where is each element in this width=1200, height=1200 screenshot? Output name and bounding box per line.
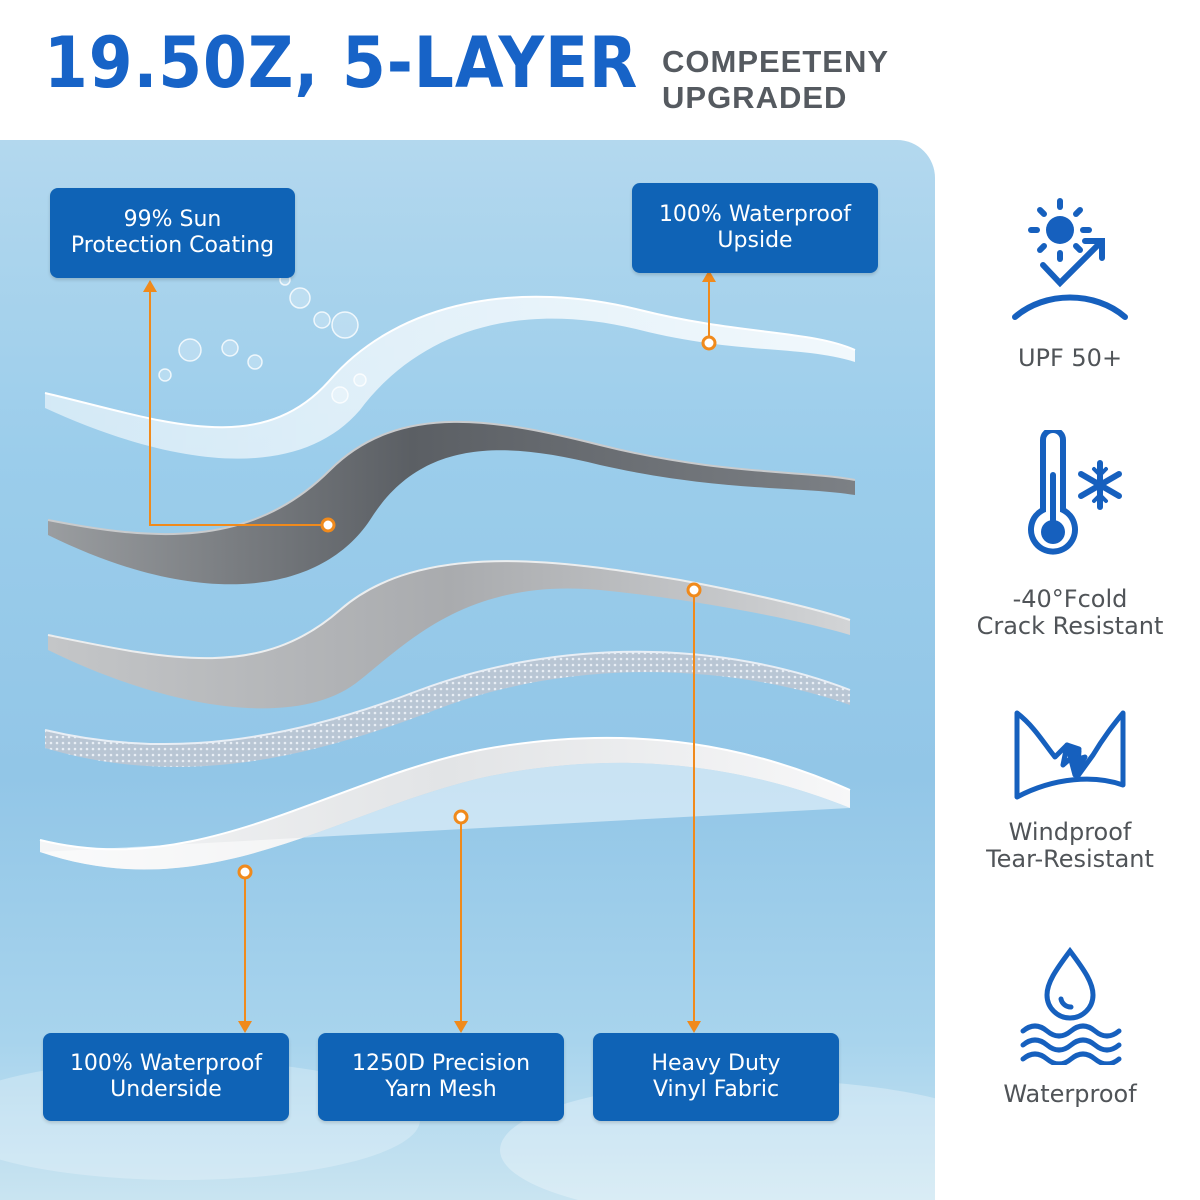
feature-upf-line1: UPF 50+ — [1017, 344, 1123, 372]
subtitle-line-1: COMPEETENY — [662, 44, 890, 79]
layer-vinyl-fabric — [48, 561, 850, 709]
headline-subtitle: COMPEETENY UPGRADED — [662, 44, 889, 116]
feature-cold-line1: -40°Fcold — [1012, 585, 1128, 613]
feature-upf: UPF 50+ — [960, 195, 1180, 372]
callout-sun-protection-line1: 99% Sun — [123, 207, 222, 232]
arrowhead-vinyl-fabric — [687, 1021, 701, 1033]
callout-yarn-mesh-line1: 1250D Precision — [351, 1051, 531, 1076]
arrowhead-sun-protection — [143, 280, 157, 292]
arrowhead-yarn-mesh — [454, 1021, 468, 1033]
dot-sun-protection — [320, 517, 336, 533]
callout-yarn-mesh: 1250D Precision Yarn Mesh — [318, 1033, 564, 1121]
callout-waterproof-upside-line2: Upside — [717, 228, 793, 253]
feature-cold-line2: Crack Resistant — [976, 612, 1164, 640]
leader-lines — [149, 280, 710, 1023]
feature-windproof: Windproof Tear-Resistant — [960, 705, 1180, 873]
layer-waterproof-underside — [40, 737, 850, 870]
feature-waterproof-line1: Waterproof — [1003, 1080, 1137, 1108]
feature-cold-resistant: -40°Fcold Crack Resistant — [960, 430, 1180, 640]
water-drop-icon — [1020, 946, 1122, 1065]
dot-waterproof-upside — [701, 335, 717, 351]
dot-vinyl-fabric — [686, 582, 702, 598]
subtitle-line-2: UPGRADED — [662, 80, 848, 115]
thermometer-snowflake-icon — [1028, 430, 1122, 555]
feature-wind-line2: Tear-Resistant — [986, 845, 1154, 873]
dot-waterproof-underside — [237, 864, 253, 880]
callout-waterproof-upside-line1: 100% Waterproof — [658, 202, 852, 227]
arrowhead-waterproof-underside — [238, 1021, 252, 1033]
arrowhead-waterproof-upside — [702, 270, 716, 282]
callout-waterproof-underside-line2: Underside — [110, 1077, 222, 1102]
leader-sun-protection — [149, 290, 328, 526]
callout-vinyl-fabric-line2: Vinyl Fabric — [652, 1077, 780, 1102]
callout-waterproof-underside: 100% Waterproof Underside — [43, 1033, 289, 1121]
callout-yarn-mesh-line2: Yarn Mesh — [385, 1077, 497, 1102]
feature-wind-line1: Windproof — [1008, 818, 1132, 846]
callout-waterproof-upside: 100% Waterproof Upside — [632, 183, 878, 273]
callout-vinyl-fabric: Heavy Duty Vinyl Fabric — [593, 1033, 839, 1121]
callout-vinyl-fabric-line1: Heavy Duty — [651, 1051, 781, 1076]
uv-sun-icon — [1012, 198, 1128, 320]
dot-yarn-mesh — [453, 809, 469, 825]
layer-sun-protection — [48, 421, 855, 585]
callout-sun-protection: 99% Sun Protection Coating — [50, 188, 295, 278]
callout-waterproof-underside-line1: 100% Waterproof — [69, 1051, 263, 1076]
layer-waterproof-upside — [45, 296, 855, 459]
feature-waterproof: Waterproof — [960, 945, 1180, 1108]
callout-sun-protection-line2: Protection Coating — [70, 233, 275, 258]
headline-title: 19.50Z, 5-LAYER — [44, 22, 639, 104]
torn-fabric-icon — [1014, 710, 1126, 800]
